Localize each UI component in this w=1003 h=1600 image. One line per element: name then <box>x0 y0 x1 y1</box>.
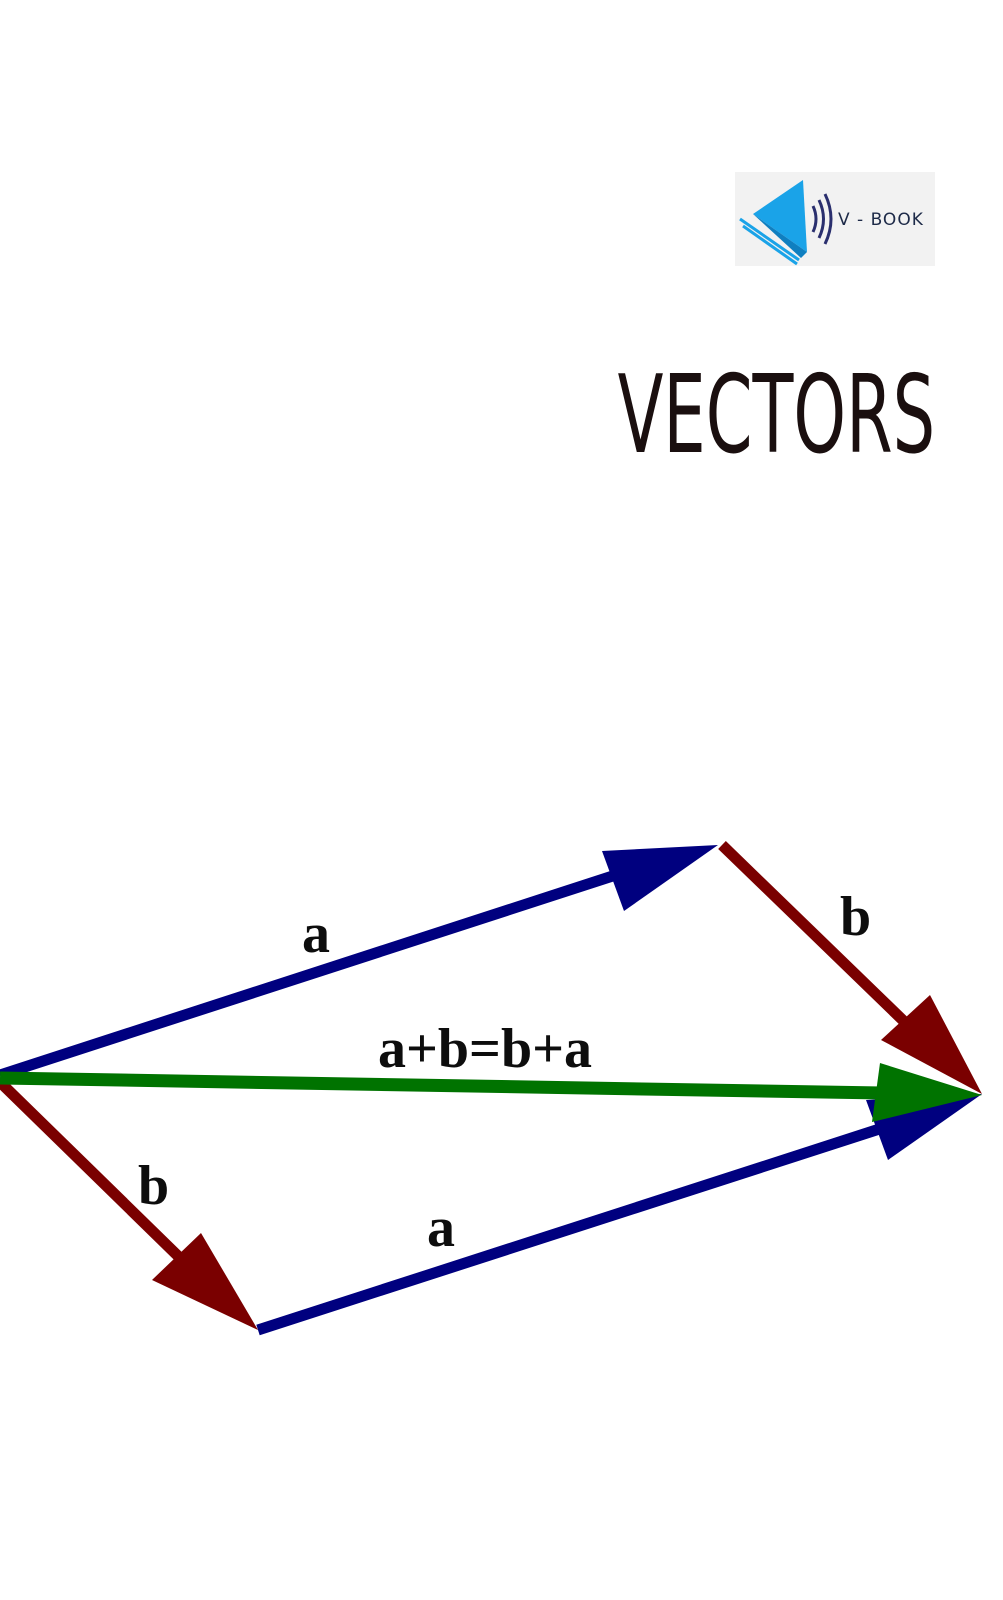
vector-a-top <box>0 853 667 1081</box>
vector-b-top-arrowhead <box>881 995 982 1094</box>
vector-sum <box>0 1071 939 1101</box>
page-title: VECTORS <box>617 353 935 478</box>
label-top-b: b <box>840 886 871 948</box>
logo-text: V - BOOK <box>838 210 924 230</box>
label-bottom-a: a <box>427 1197 455 1259</box>
vector-sum-arrowhead <box>872 1063 982 1122</box>
label-sum: a+b=b+a <box>378 1018 592 1080</box>
vector-a-top-arrowhead <box>602 845 718 911</box>
vector-a-bottom <box>256 1106 934 1336</box>
play-book-sound-icon <box>739 180 833 266</box>
vector-b-bottom-arrowhead <box>152 1233 258 1330</box>
vbook-logo: V - BOOK <box>735 172 935 266</box>
label-bottom-b: b <box>138 1155 169 1217</box>
label-top-a: a <box>302 903 330 965</box>
